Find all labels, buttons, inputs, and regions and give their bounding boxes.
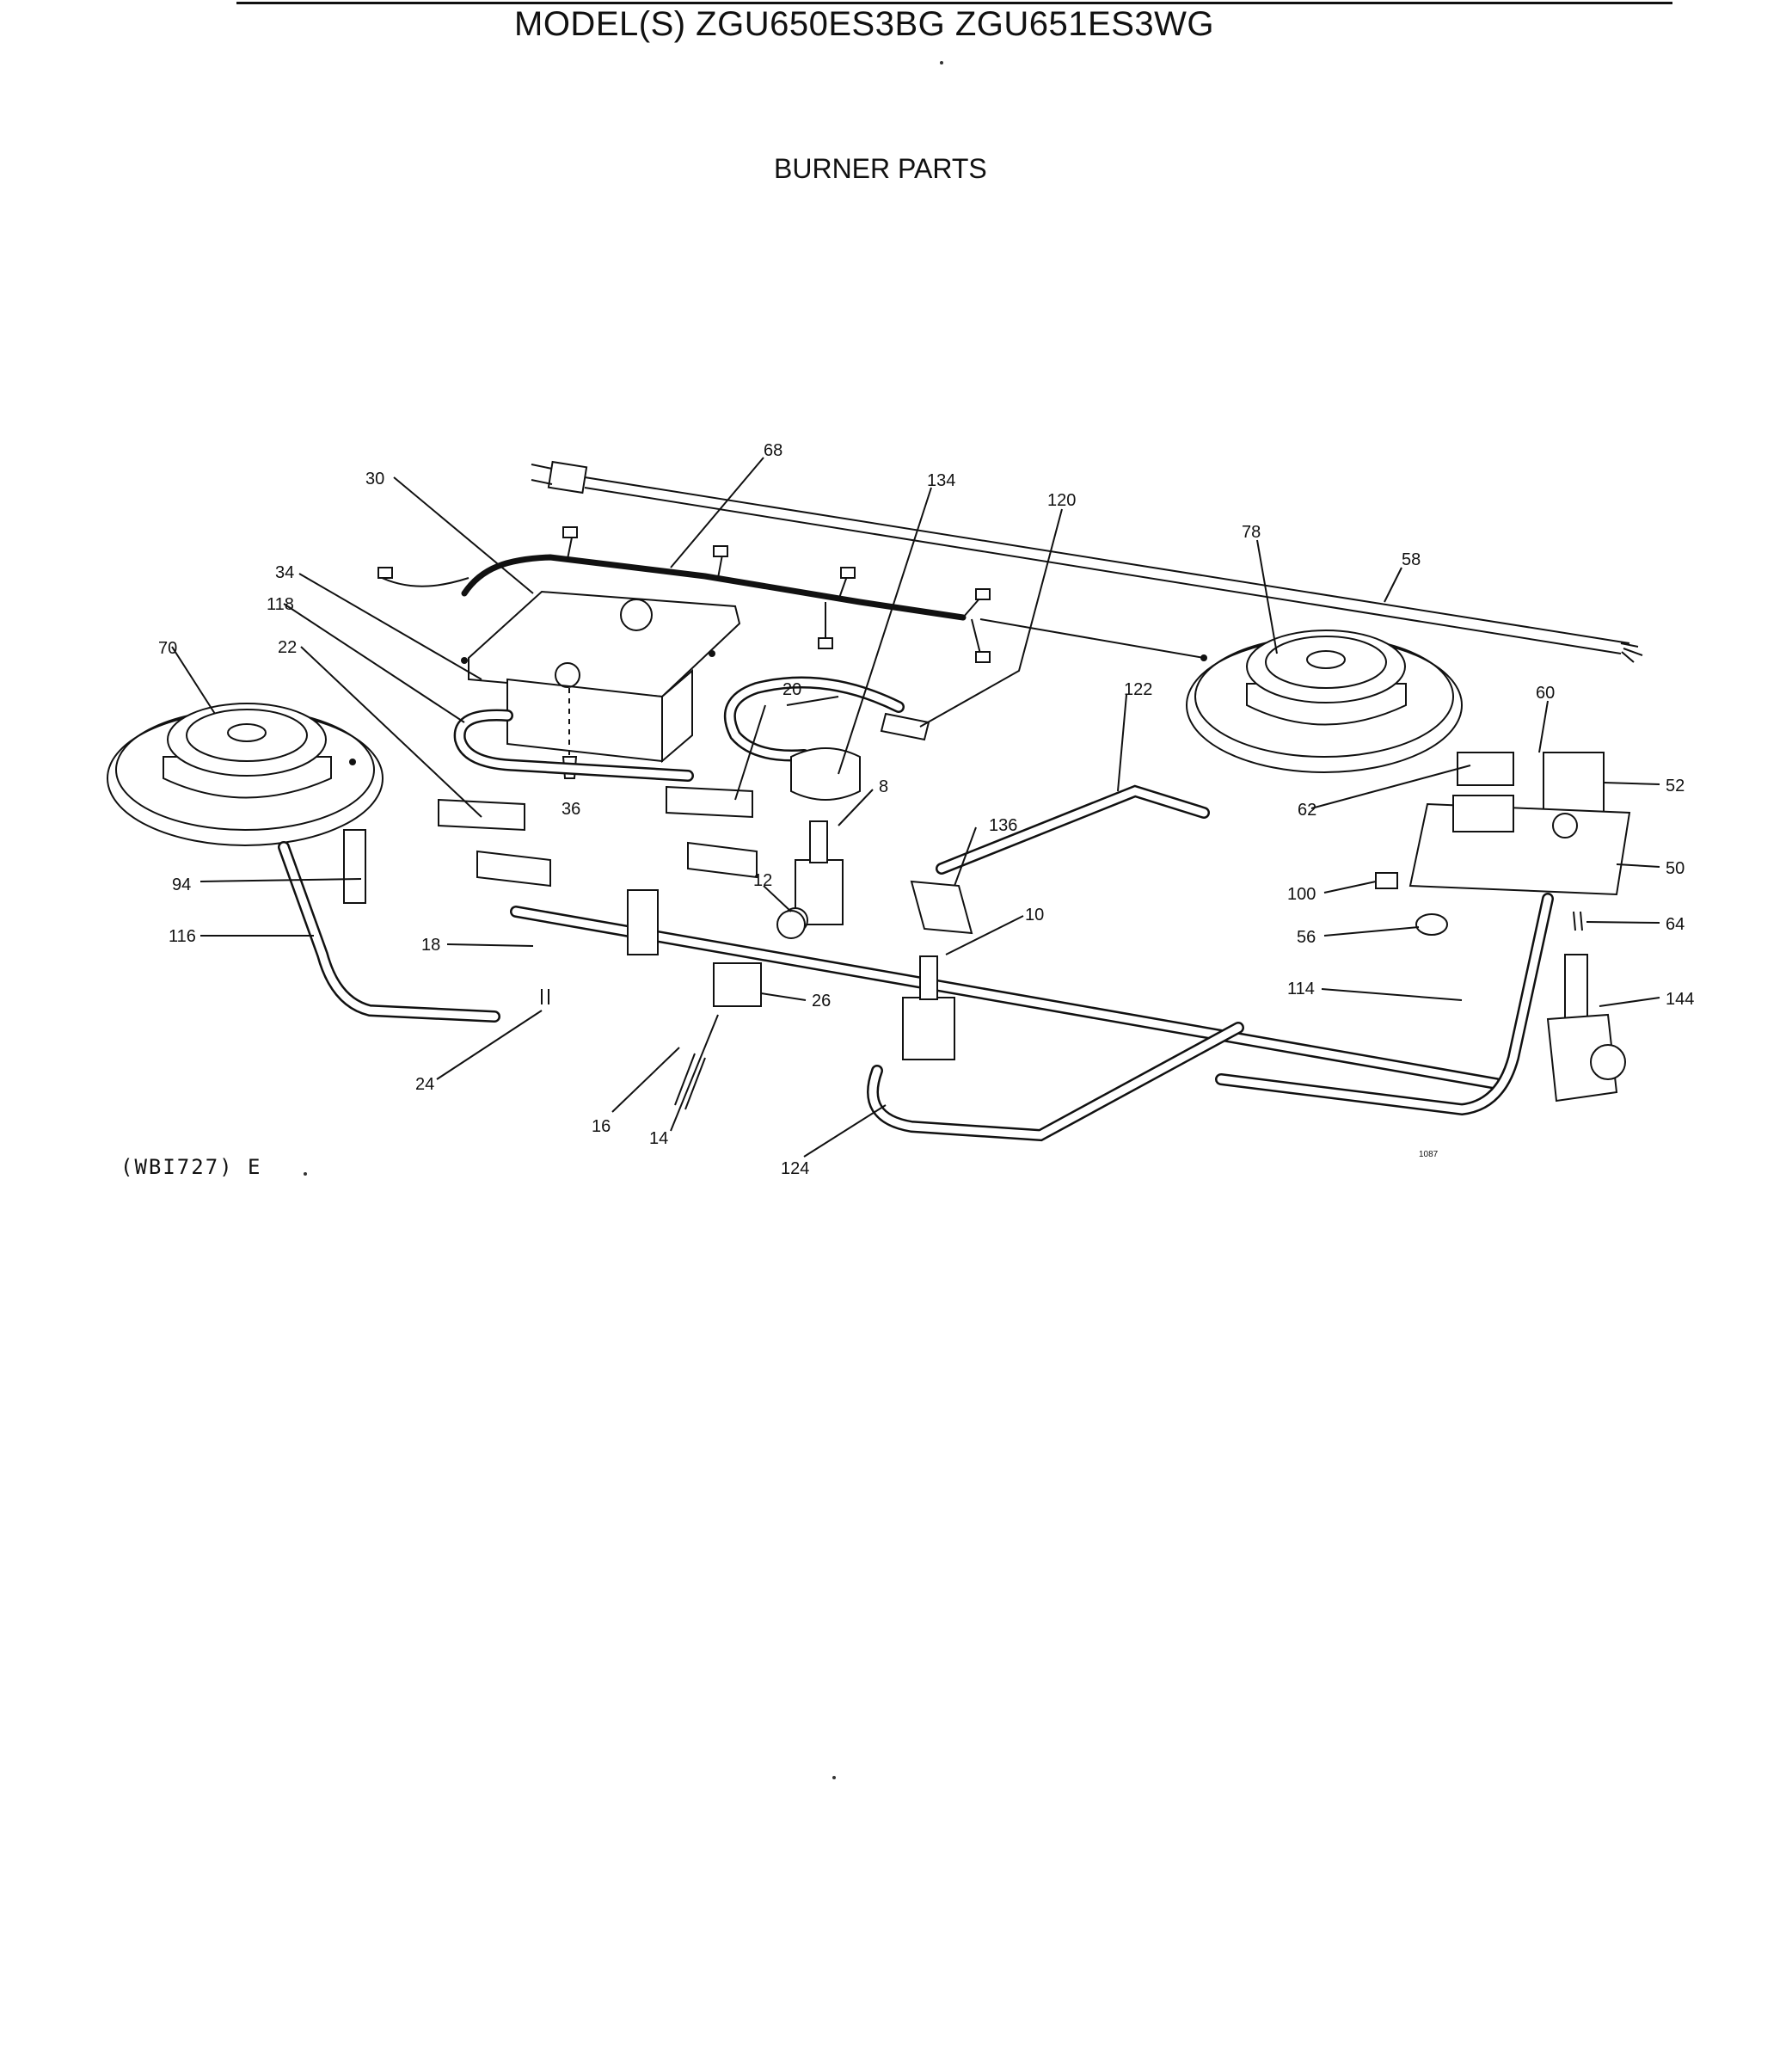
callout-100: 100 [1287, 885, 1316, 904]
callout-24: 24 [415, 1075, 434, 1094]
callout-1087: 1087 [1419, 1150, 1439, 1159]
callout-52: 52 [1666, 777, 1685, 796]
callout-18: 18 [421, 936, 440, 955]
callout-36: 36 [562, 800, 580, 819]
model-title: MODEL(S) ZGU650ES3BG ZGU651ES3WG [514, 5, 1215, 43]
callout-labels: 68 134 120 30 78 58 34 118 70 22 20 122 … [158, 441, 1694, 1178]
callout-114: 114 [1287, 980, 1315, 998]
callout-20: 20 [782, 680, 801, 699]
callout-144: 144 [1666, 990, 1694, 1009]
header-rule [236, 2, 1672, 4]
callout-124: 124 [781, 1159, 809, 1178]
callout-68: 68 [764, 441, 782, 460]
callout-50: 50 [1666, 859, 1685, 878]
callout-34: 34 [275, 563, 294, 582]
callout-60: 60 [1536, 684, 1555, 703]
section-title: BURNER PARTS [774, 153, 987, 184]
callout-12: 12 [753, 871, 772, 890]
callout-30: 30 [365, 470, 384, 488]
callout-120: 120 [1047, 491, 1076, 510]
left-burner [107, 703, 384, 846]
callout-62: 62 [1298, 801, 1316, 820]
callout-136: 136 [989, 816, 1017, 835]
callout-122: 122 [1124, 680, 1152, 699]
callout-22: 22 [278, 638, 297, 657]
power-cord [531, 460, 1643, 663]
callout-78: 78 [1242, 523, 1261, 542]
callout-56: 56 [1297, 928, 1316, 947]
right-burner [1186, 630, 1463, 773]
callout-134: 134 [927, 471, 955, 490]
callout-94: 94 [172, 875, 191, 894]
gas-pipes [278, 676, 1554, 1142]
wire-harness [377, 526, 1207, 663]
callout-8: 8 [879, 777, 888, 796]
callout-10: 10 [1025, 906, 1044, 924]
scan-dot [304, 1172, 307, 1176]
callout-14: 14 [649, 1129, 668, 1148]
valves-and-fittings [343, 712, 1631, 1110]
leader-lines [171, 457, 1660, 1158]
callout-118: 118 [267, 595, 294, 614]
callout-58: 58 [1402, 550, 1421, 569]
callout-70: 70 [158, 639, 177, 658]
callout-26: 26 [812, 992, 831, 1010]
scan-dot [832, 1776, 836, 1779]
figure-code: (WBI727) E [120, 1155, 262, 1179]
callout-16: 16 [592, 1117, 611, 1136]
spark-module-box [461, 590, 741, 779]
callout-64: 64 [1666, 915, 1685, 934]
scan-dot [940, 61, 943, 64]
callout-116: 116 [169, 927, 196, 946]
